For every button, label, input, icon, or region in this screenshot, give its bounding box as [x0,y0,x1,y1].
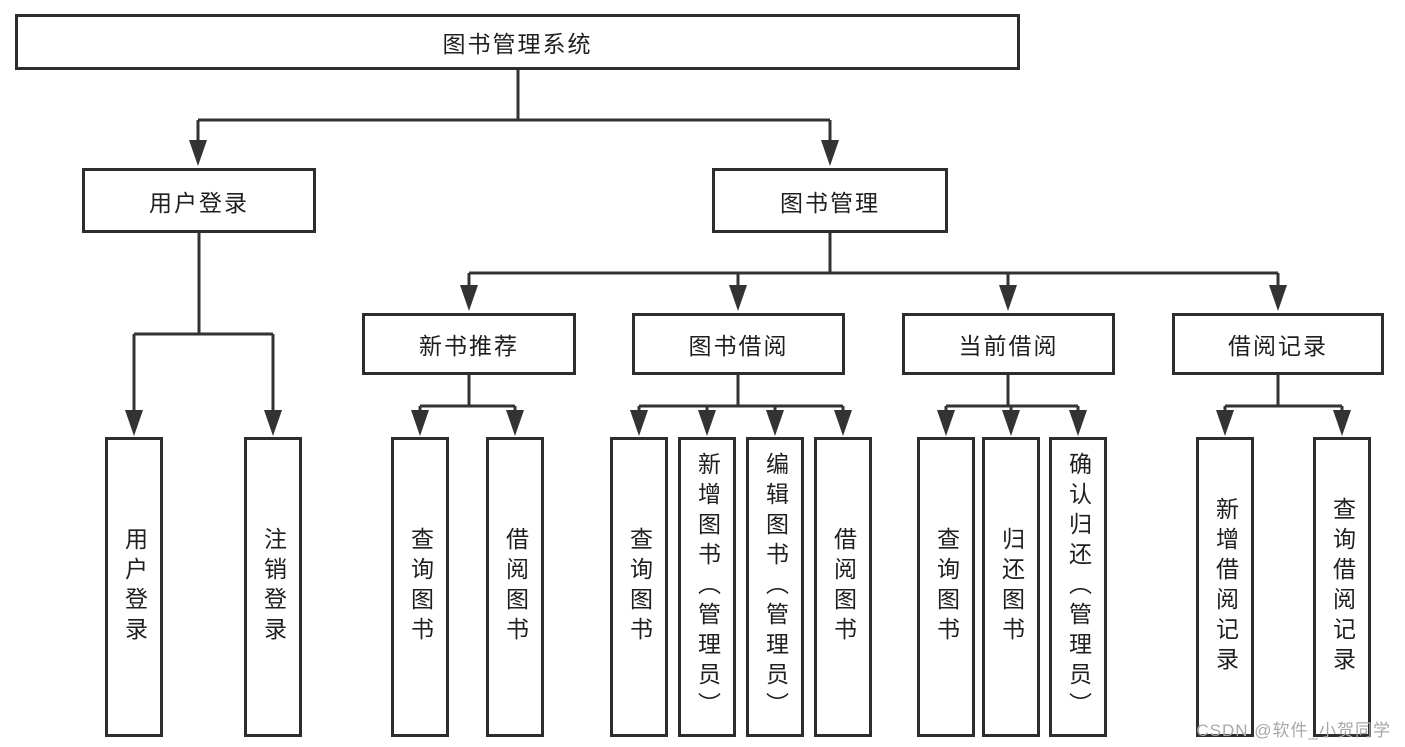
leaf-newbook-borrow-book: 借阅图书 [486,437,544,737]
leaf-add-borrow-record-label: 新增借阅记录 [1212,497,1239,677]
leaf-borrowing-borrow-book-label: 借阅图书 [830,527,857,647]
leaf-add-borrow-record: 新增借阅记录 [1196,437,1254,737]
connector-current-borrowing [937,375,1087,436]
leaf-return-book: 归还图书 [982,437,1040,737]
leaf-user-login: 用户登录 [105,437,163,737]
leaf-add-book-admin-label: 新增图书（管理员） [694,452,721,722]
leaf-logout: 注销登录 [244,437,302,737]
node-user-login: 用户登录 [82,168,316,233]
leaf-query-borrow-record-label: 查询借阅记录 [1329,497,1356,677]
leaf-current-query-book-label: 查询图书 [933,527,960,647]
node-book-management-label: 图书管理 [780,189,880,216]
node-current-borrowing-label: 当前借阅 [958,333,1059,359]
node-borrowing-records-label: 借阅记录 [1228,333,1328,359]
node-book-management: 图书管理 [712,168,948,233]
leaf-edit-book-admin-label: 编辑图书（管理员） [762,452,789,722]
leaf-confirm-return-admin-label: 确认归还（管理员） [1065,452,1092,722]
connector-root [189,69,839,166]
watermark: CSDN @软件_小贺同学 [1196,721,1391,740]
connector-book-management [460,233,1287,311]
node-root-label: 图书管理系统 [442,31,593,57]
node-user-login-label: 用户登录 [149,189,249,216]
node-book-borrowing: 图书借阅 [632,313,845,375]
leaf-newbook-query-book-label: 查询图书 [407,527,434,647]
leaf-newbook-query-book: 查询图书 [391,437,449,737]
leaf-return-book-label: 归还图书 [998,527,1025,647]
node-book-borrowing-label: 图书借阅 [688,333,789,359]
leaf-add-book-admin: 新增图书（管理员） [678,437,736,737]
node-root: 图书管理系统 [15,14,1020,70]
node-new-book-recommend: 新书推荐 [362,313,576,375]
leaf-borrowing-query-book: 查询图书 [610,437,668,737]
leaf-logout-label: 注销登录 [260,527,287,647]
leaf-borrowing-query-book-label: 查询图书 [626,527,653,647]
node-borrowing-records: 借阅记录 [1172,313,1384,375]
connector-book-borrowing [630,375,852,436]
leaf-edit-book-admin: 编辑图书（管理员） [746,437,804,737]
leaf-query-borrow-record: 查询借阅记录 [1313,437,1371,737]
node-new-book-recommend-label: 新书推荐 [419,333,519,359]
leaf-newbook-borrow-book-label: 借阅图书 [502,527,529,647]
leaf-confirm-return-admin: 确认归还（管理员） [1049,437,1107,737]
connector-borrowing-records [1216,375,1351,436]
connector-user-login [125,233,282,436]
leaf-user-login-label: 用户登录 [121,527,148,647]
node-current-borrowing: 当前借阅 [902,313,1115,375]
leaf-borrowing-borrow-book: 借阅图书 [814,437,872,737]
connector-new-book-recommend [411,375,524,436]
leaf-current-query-book: 查询图书 [917,437,975,737]
